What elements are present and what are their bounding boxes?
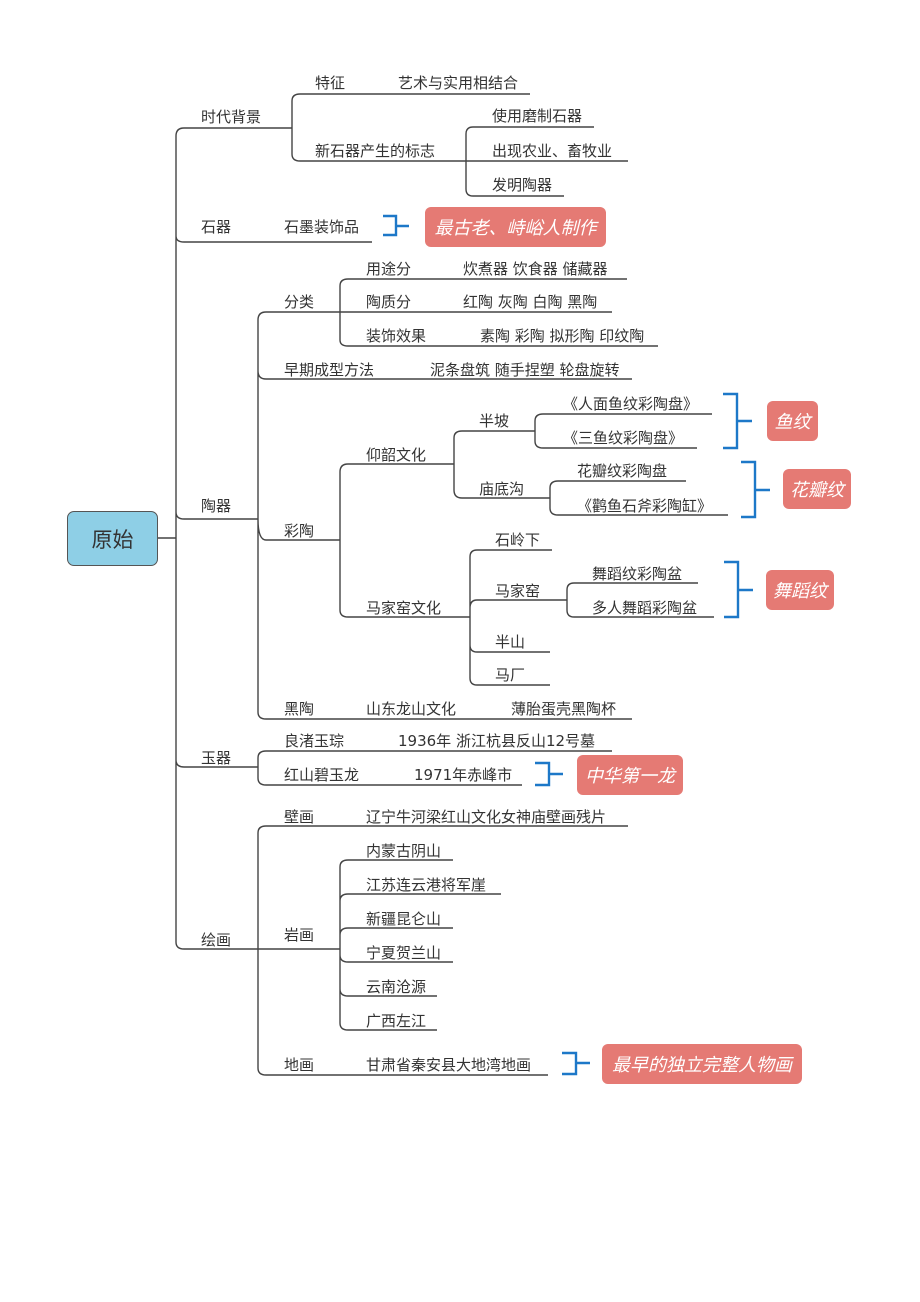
node-by-use[interactable]: 用途分 [366, 260, 412, 278]
connector [566, 582, 714, 618]
node-yangshao[interactable]: 仰韶文化 [366, 446, 427, 464]
node-eggshell-cup[interactable]: 薄胎蛋壳黑陶杯 [511, 700, 617, 718]
callout-dragon: 中华第一龙 [577, 755, 683, 795]
node-rock-5[interactable]: 云南沧源 [366, 978, 427, 996]
node-stone[interactable]: 石器 [201, 218, 232, 236]
node-classification[interactable]: 分类 [284, 293, 315, 311]
connector [257, 311, 632, 720]
node-feature-value[interactable]: 艺术与实用相结合 [398, 74, 519, 92]
node-by-decoration[interactable]: 装饰效果 [366, 327, 427, 345]
node-liangzhu-cong-value[interactable]: 1936年 浙江杭县反山12号墓 [398, 732, 596, 750]
node-jade[interactable]: 玉器 [201, 749, 232, 767]
node-ground-painting[interactable]: 地画 [284, 1056, 315, 1074]
node-mark-2[interactable]: 出现农业、畜牧业 [492, 142, 613, 160]
connector [339, 859, 501, 1031]
node-rock-4[interactable]: 宁夏贺兰山 [366, 944, 442, 962]
node-pottery[interactable]: 陶器 [201, 497, 232, 515]
node-mural-value[interactable]: 辽宁牛河梁红山文化女神庙壁画残片 [366, 808, 607, 826]
connector [339, 278, 658, 347]
connector [257, 750, 612, 786]
node-miao-1[interactable]: 花瓣纹彩陶盘 [577, 462, 668, 480]
node-majiayao-2[interactable]: 多人舞蹈彩陶盆 [592, 599, 698, 617]
node-black-pottery[interactable]: 黑陶 [284, 700, 315, 718]
bracket-petal [741, 460, 770, 519]
node-rock-2[interactable]: 江苏连云港将军崖 [366, 876, 487, 894]
connector [257, 825, 628, 1076]
node-feature[interactable]: 特征 [315, 74, 346, 92]
node-majiayao-1[interactable]: 舞蹈纹彩陶盆 [592, 565, 683, 583]
root-node[interactable]: 原始 [67, 511, 158, 566]
callout-petal: 花瓣纹 [783, 469, 851, 509]
node-mural[interactable]: 壁画 [284, 808, 315, 826]
node-majiayao[interactable]: 马家窑 [495, 582, 541, 600]
node-rock-6[interactable]: 广西左江 [366, 1012, 427, 1030]
connector [465, 126, 628, 197]
node-forming-method[interactable]: 早期成型方法 [284, 361, 375, 379]
node-ground-painting-value[interactable]: 甘肃省秦安县大地湾地画 [366, 1056, 532, 1074]
bracket-ground [562, 1051, 590, 1076]
connector [453, 430, 550, 499]
node-hongshan-dragon-value[interactable]: 1971年赤峰市 [414, 766, 513, 784]
node-banpo[interactable]: 半坡 [479, 412, 510, 430]
node-stone-ornament[interactable]: 石墨装饰品 [284, 218, 360, 236]
node-machang[interactable]: 马厂 [495, 666, 526, 684]
node-by-material[interactable]: 陶质分 [366, 293, 412, 311]
connector [339, 463, 470, 618]
node-hongshan-dragon[interactable]: 红山碧玉龙 [284, 766, 360, 784]
node-longshan[interactable]: 山东龙山文化 [366, 700, 457, 718]
node-shilingxia[interactable]: 石岭下 [495, 531, 541, 549]
node-mark-3[interactable]: 发明陶器 [492, 176, 553, 194]
connector-trunk-level1 [175, 127, 372, 950]
bracket-stone [383, 214, 409, 237]
connector [534, 413, 712, 449]
node-mark-1[interactable]: 使用磨制石器 [492, 107, 583, 125]
bracket-dragon [535, 761, 563, 787]
node-banpo-1[interactable]: 《人面鱼纹彩陶盘》 [563, 395, 699, 413]
callout-ground: 最早的独立完整人物画 [602, 1044, 802, 1084]
connector [549, 480, 728, 516]
connector [469, 549, 567, 686]
callout-dance: 舞蹈纹 [766, 570, 834, 610]
node-neolithic-marks[interactable]: 新石器产生的标志 [315, 142, 436, 160]
node-by-decoration-value[interactable]: 素陶 彩陶 拟形陶 印纹陶 [480, 327, 645, 345]
node-rock-3[interactable]: 新疆昆仑山 [366, 910, 442, 928]
node-by-use-value[interactable]: 炊煮器 饮食器 储藏器 [463, 260, 608, 278]
node-forming-method-value[interactable]: 泥条盘筑 随手捏塑 轮盘旋转 [430, 361, 620, 379]
callout-stone: 最古老、峙峪人制作 [425, 207, 606, 247]
node-miaodigou[interactable]: 庙底沟 [479, 480, 525, 498]
node-era-background[interactable]: 时代背景 [201, 108, 262, 126]
bracket-dance [724, 560, 753, 619]
callout-fish: 鱼纹 [767, 401, 818, 441]
node-majiayao-culture[interactable]: 马家窑文化 [366, 599, 442, 617]
node-banshan[interactable]: 半山 [495, 633, 526, 651]
node-banpo-2[interactable]: 《三鱼纹彩陶盘》 [563, 429, 684, 447]
node-liangzhu-cong[interactable]: 良渚玉琮 [284, 732, 345, 750]
bracket-fish [723, 392, 752, 450]
node-miao-2[interactable]: 《鹳鱼石斧彩陶缸》 [577, 497, 713, 515]
node-painted-pottery[interactable]: 彩陶 [284, 522, 315, 540]
connector [291, 93, 530, 162]
node-painting[interactable]: 绘画 [201, 931, 232, 949]
node-rock-art[interactable]: 岩画 [284, 926, 315, 944]
node-rock-1[interactable]: 内蒙古阴山 [366, 842, 442, 860]
node-by-material-value[interactable]: 红陶 灰陶 白陶 黑陶 [463, 293, 598, 311]
